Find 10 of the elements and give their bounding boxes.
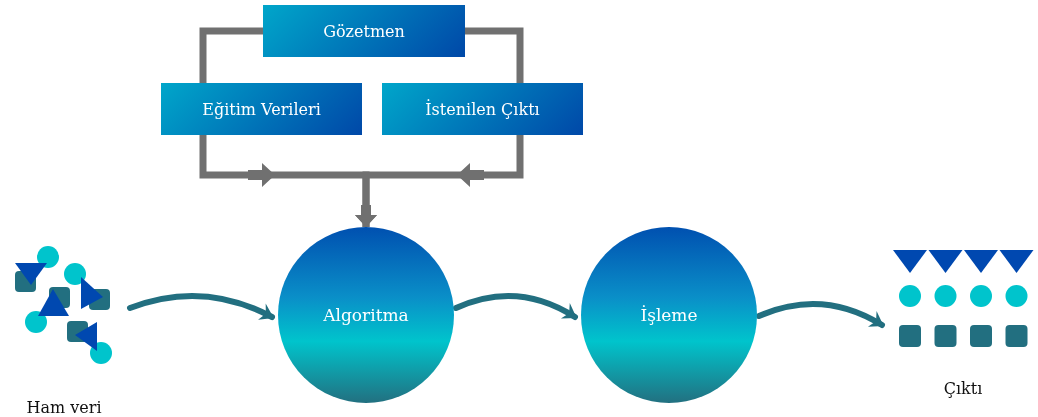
node-label: Eğitim Verileri bbox=[202, 99, 321, 119]
node-label: İstenilen Çıktı bbox=[425, 99, 540, 119]
process-box bbox=[161, 83, 362, 135]
node-label: Ham veri bbox=[26, 398, 102, 417]
node-label: Algoritma bbox=[323, 305, 409, 325]
process-box bbox=[263, 5, 465, 57]
node-label: Çıktı bbox=[943, 379, 983, 398]
node-label: Gözetmen bbox=[323, 21, 405, 41]
node-label: İşleme bbox=[640, 305, 698, 325]
process-box bbox=[382, 83, 583, 135]
